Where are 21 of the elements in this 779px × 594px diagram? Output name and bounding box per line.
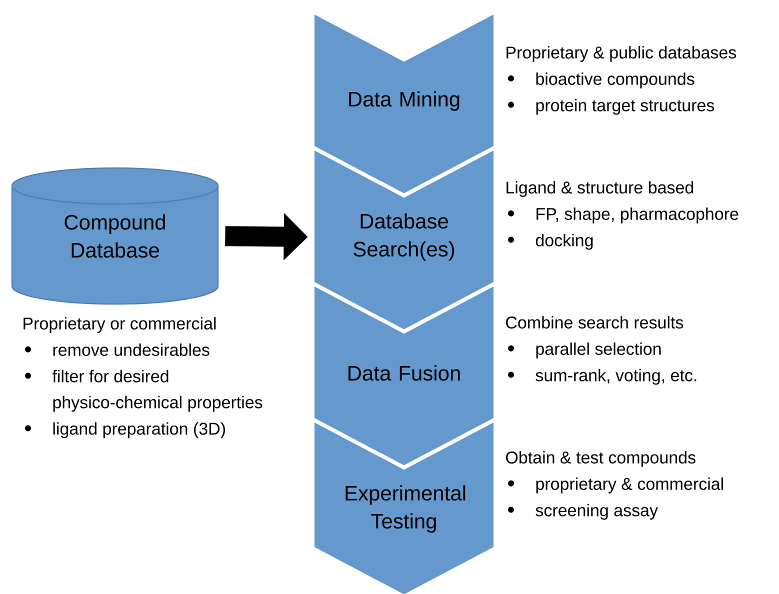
heading-text: Proprietary & public databases xyxy=(506,46,736,62)
bullet-item: parallel selection xyxy=(536,342,661,358)
bullet-item: sum-rank, voting, etc. xyxy=(536,368,696,385)
bullet-item: bioactive compounds xyxy=(536,72,694,88)
bullet-item: docking xyxy=(536,234,593,250)
bullet-item: remove undesirables xyxy=(53,343,210,356)
chevron-step: Data Mining xyxy=(312,10,496,197)
bullet-item: proprietary & commercial xyxy=(536,477,723,494)
chevron-step: Database Search(es) xyxy=(312,146,496,333)
heading-text: Proprietary or commercial xyxy=(24,317,216,333)
heading-text: Ligand & structure based xyxy=(506,181,694,197)
bullet-item: ligand preparation (3D) xyxy=(53,422,225,438)
bullet-item: FP, shape, pharmacophore xyxy=(536,207,738,224)
bullet-item: screening assay xyxy=(536,504,658,520)
chevron-step: Data Fusion xyxy=(312,282,496,469)
heading-text: Combine search results xyxy=(506,316,684,329)
database-cylinder: Compound Database xyxy=(11,167,219,305)
heading-text: Obtain & test compounds xyxy=(506,451,696,467)
chevron-step: Experimental Testing xyxy=(312,418,496,594)
bullet-item: protein target structures xyxy=(536,98,714,115)
node-label: Experimental Testing xyxy=(346,485,466,533)
